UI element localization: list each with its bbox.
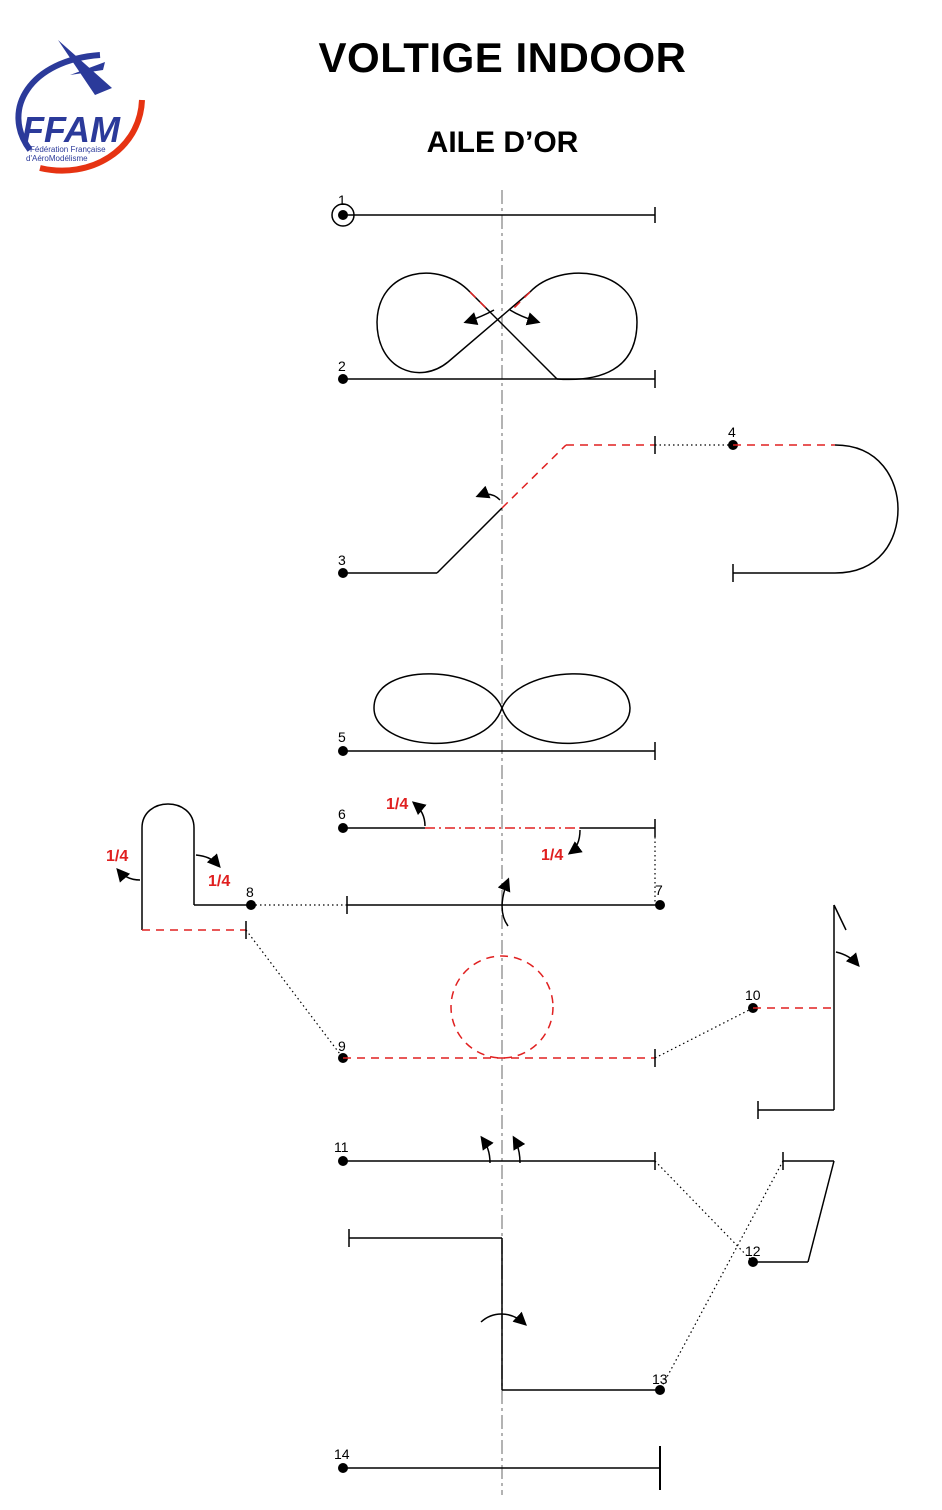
figure-3: 3 (338, 436, 656, 578)
ffam-logo: FFAM Fédération Française d'AéroModélism… (15, 40, 145, 174)
figure-number-10: 10 (745, 987, 761, 1003)
logo-subtext-2: d'AéroModélisme (26, 154, 88, 163)
roll-label-fig8-left: 1/4 (106, 848, 128, 865)
figure-number-5: 5 (338, 729, 346, 745)
figure-number-13: 13 (652, 1371, 668, 1387)
page-title: VOLTIGE INDOOR (318, 34, 687, 81)
logo-subtext-1: Fédération Française (30, 145, 106, 154)
figure-9: 9 (245, 929, 656, 1067)
figure-12: 12 (654, 1152, 835, 1267)
figure-number-7: 7 (655, 882, 663, 898)
roll-label-fig6-right: 1/4 (541, 847, 563, 864)
roll-label-fig8-right: 1/4 (208, 873, 230, 890)
figure-4: 4 (655, 424, 899, 582)
figure-8: 1/4 1/4 8 (106, 803, 347, 939)
figure-number-8: 8 (246, 884, 254, 900)
figure-6: 1/4 1/4 6 (338, 796, 656, 864)
figure-13: 13 (348, 1160, 784, 1395)
figure-number-14: 14 (334, 1446, 350, 1462)
figure-1: 1 (331, 192, 656, 227)
figure-2: 2 (338, 272, 656, 388)
figure-5: 5 (338, 673, 656, 760)
roll-label-fig6-left: 1/4 (386, 796, 408, 813)
figure-number-2: 2 (338, 358, 346, 374)
figure-number-6: 6 (338, 806, 346, 822)
figure-number-11: 11 (334, 1139, 349, 1155)
figure-number-3: 3 (338, 552, 346, 568)
page-subtitle: AILE D’OR (426, 126, 579, 159)
figure-number-4: 4 (728, 424, 736, 440)
figure-number-1: 1 (338, 192, 346, 208)
figure-number-9: 9 (338, 1038, 346, 1054)
figure-14: 14 (334, 1446, 661, 1490)
figure-11: 11 (334, 1135, 656, 1170)
figure-10: 10 (654, 904, 860, 1119)
figure-7: 7 (346, 837, 665, 927)
logo-text: FFAM (22, 109, 121, 150)
figure-number-12: 12 (745, 1243, 761, 1259)
